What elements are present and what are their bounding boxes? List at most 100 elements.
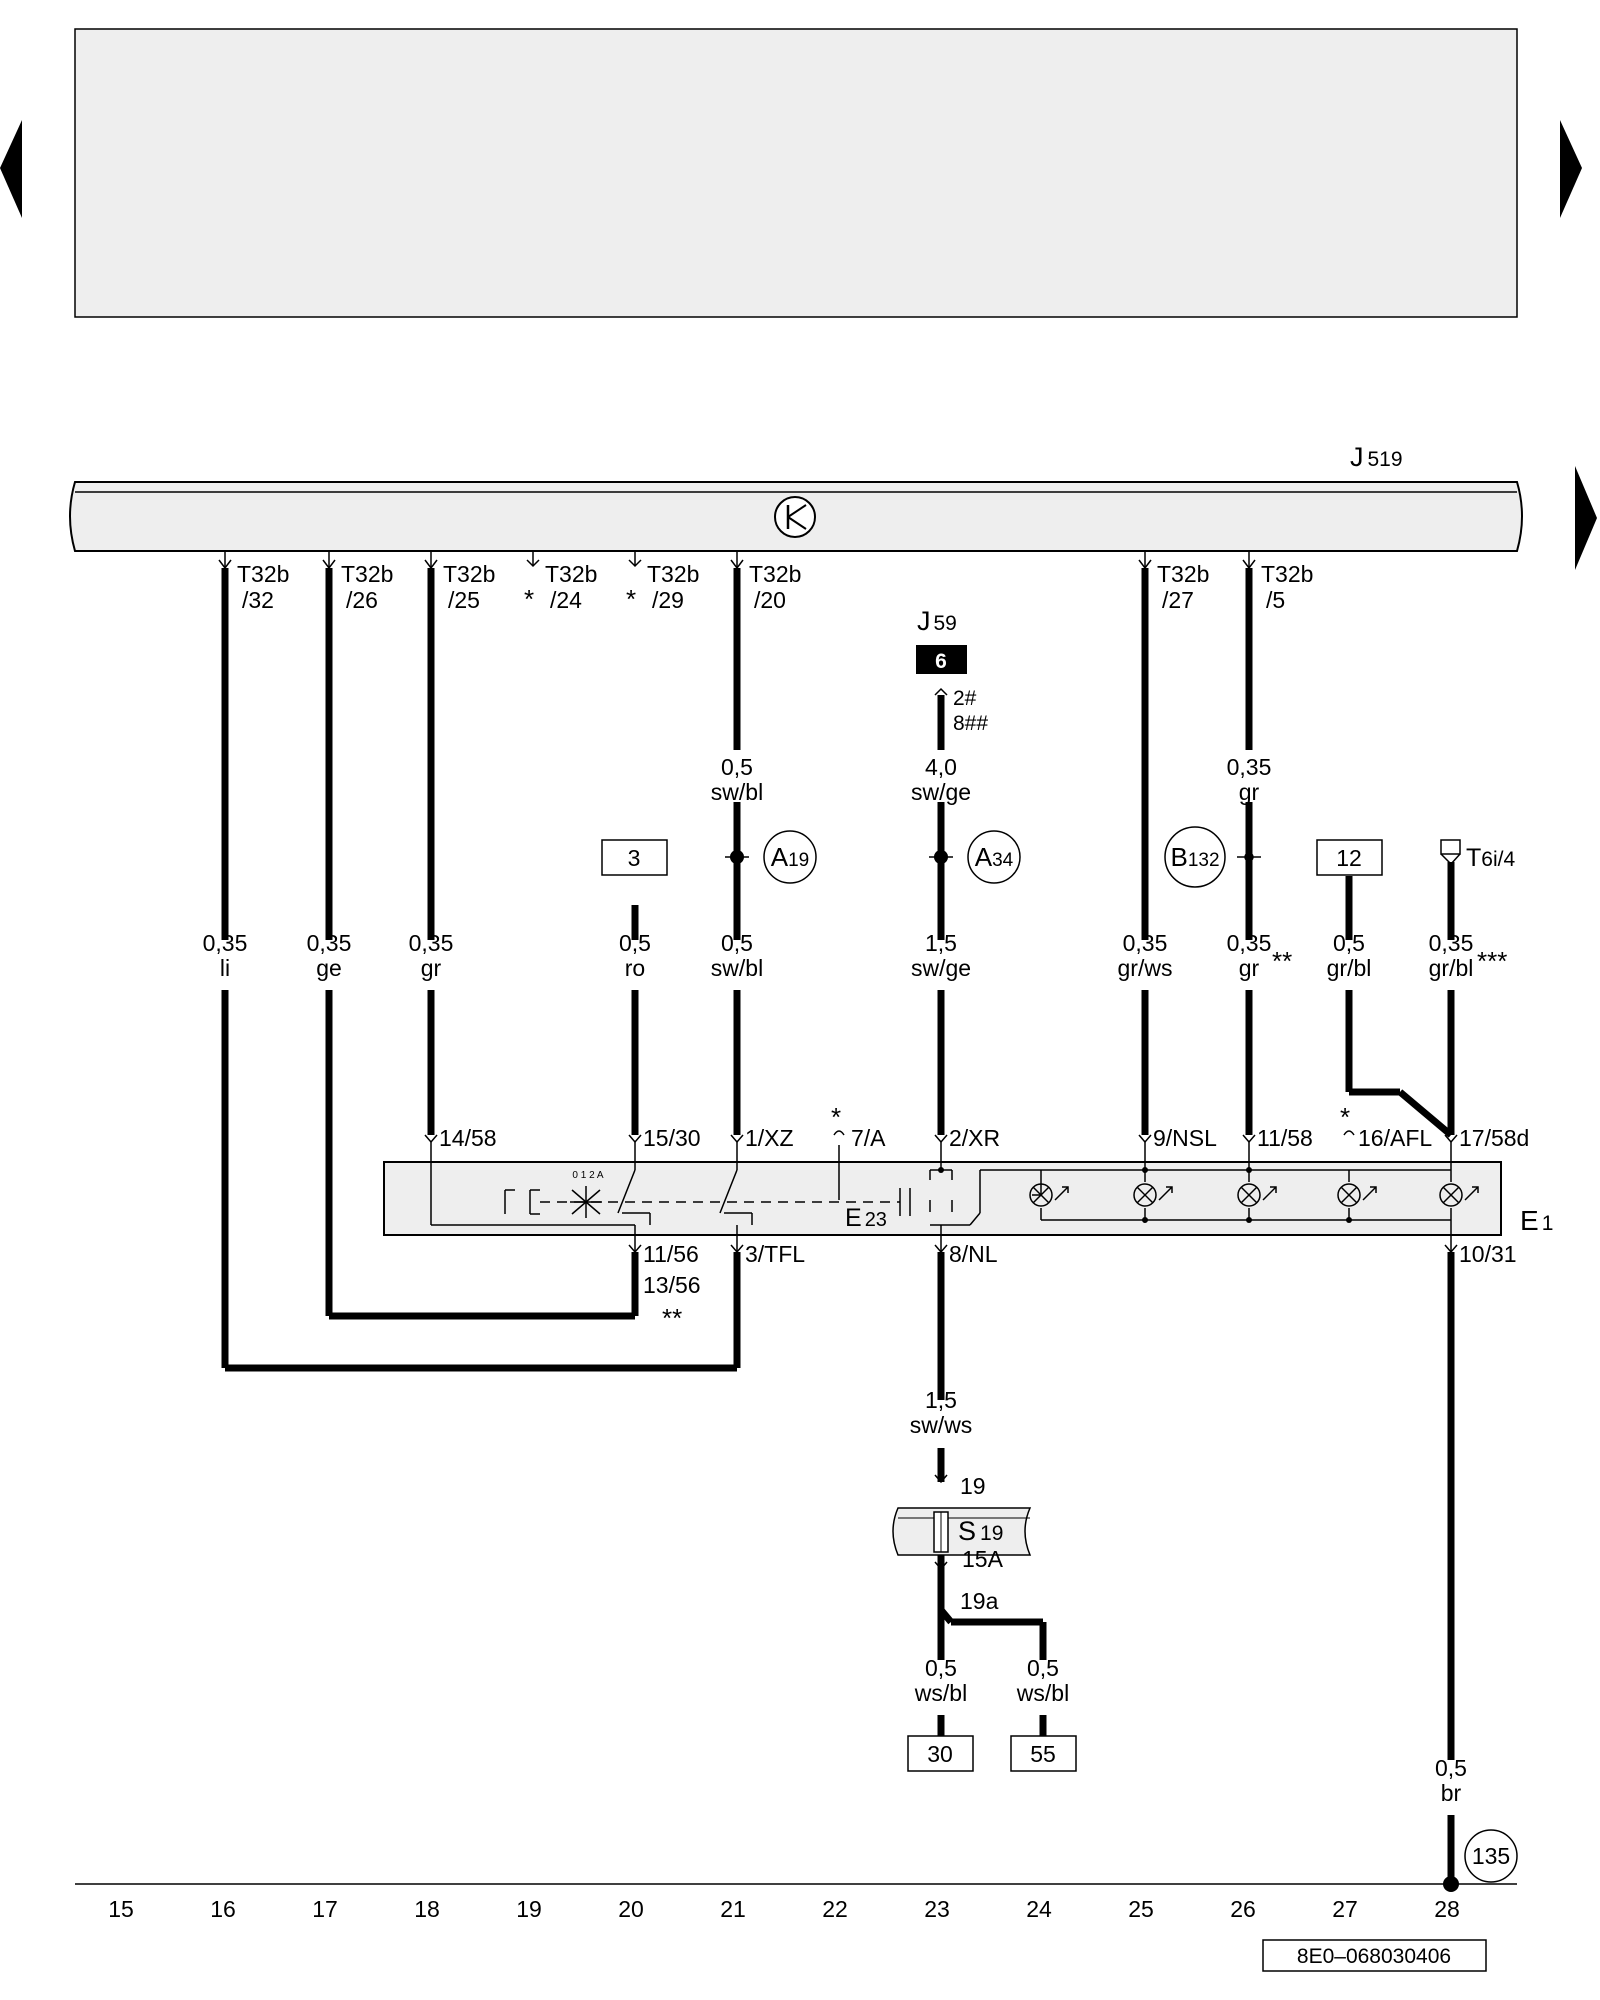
bulb-icon xyxy=(1237,1183,1277,1207)
switch-pin-symbols xyxy=(424,1130,1458,1254)
switch-knob-icon xyxy=(570,1186,602,1218)
wire-color-label: gr/bl xyxy=(1429,955,1474,981)
wire-color-label: sw/ws xyxy=(910,1412,973,1438)
reference-box: 12 xyxy=(1316,839,1383,876)
pin-label: 13/56 xyxy=(643,1272,701,1298)
connector-label: /5 xyxy=(1266,587,1285,613)
column-number: 19 xyxy=(516,1896,542,1922)
wire-star-label: ** xyxy=(1272,946,1292,976)
wire-size-label: 0,5 xyxy=(1435,1755,1467,1781)
pin-label: 8/NL xyxy=(949,1241,998,1267)
wire-color-label: gr xyxy=(1239,779,1260,805)
wire-color-label: ge xyxy=(316,955,342,981)
reference-box: 3 xyxy=(601,839,668,876)
wire-size-label: 0,5 xyxy=(1333,930,1365,956)
wire-color-label: ws/bl xyxy=(914,1680,967,1706)
fuse-pin-label: 19 xyxy=(960,1473,986,1499)
svg-text:3: 3 xyxy=(628,845,641,871)
connector-t6-icon xyxy=(1440,839,1461,866)
connector-label: T32b xyxy=(749,561,801,587)
pin-label: 16/AFL xyxy=(1358,1125,1432,1151)
column-number: 28 xyxy=(1434,1896,1460,1922)
switch-position-label: 0 1 2 A xyxy=(572,1170,603,1181)
column-number: 22 xyxy=(822,1896,848,1922)
column-numbers: 15 16 17 18 19 20 21 22 23 24 25 26 27 2… xyxy=(108,1896,1460,1922)
connector-label: T32b xyxy=(647,561,699,587)
wires xyxy=(221,568,1455,1882)
reference-box: 30 xyxy=(907,1735,974,1772)
pin-label: 11/58 xyxy=(1257,1125,1313,1151)
connector-t6-label: T6i/4 xyxy=(1466,844,1515,872)
pin-label: 14/58 xyxy=(439,1125,497,1151)
header-box xyxy=(74,28,1518,318)
wire-color-label: gr xyxy=(421,955,442,981)
fuse-rating: 15A xyxy=(962,1546,1004,1572)
j59-pin-label: 2# xyxy=(953,687,977,710)
svg-text:A34: A34 xyxy=(975,842,1014,872)
bulb-icon xyxy=(1337,1183,1377,1207)
pin-label: 10/31 xyxy=(1459,1241,1517,1267)
svg-text:12: 12 xyxy=(1336,845,1362,871)
connector-label: /32 xyxy=(242,587,274,613)
pin-label: 1/XZ xyxy=(745,1125,794,1151)
column-number: 17 xyxy=(312,1896,338,1922)
column-number: 23 xyxy=(924,1896,950,1922)
wire-size-label: 1,5 xyxy=(925,930,957,956)
j59-terminal-box xyxy=(916,645,967,674)
column-number: 18 xyxy=(414,1896,440,1922)
pin-label: 9/NSL xyxy=(1153,1125,1217,1151)
svg-text:55: 55 xyxy=(1030,1741,1056,1767)
prev-page-arrow-icon[interactable] xyxy=(0,120,22,218)
wire-size-label: 0,5 xyxy=(619,930,651,956)
connector-label: T32b xyxy=(1261,561,1313,587)
wire-size-label: 0,5 xyxy=(721,930,753,956)
wire-color-label: gr/bl xyxy=(1327,955,1372,981)
connector-label: T32b xyxy=(237,561,289,587)
wire-size-label: 0,35 xyxy=(409,930,454,956)
pin-label: 3/TFL xyxy=(745,1241,805,1267)
wire-size-label: 0,35 xyxy=(1227,754,1272,780)
next-section-arrow-icon[interactable] xyxy=(1575,466,1597,570)
splice-label: A34 xyxy=(967,830,1021,884)
splice-label: B132 xyxy=(1164,826,1226,888)
connector-label: /29 xyxy=(652,587,684,613)
connector-label: /24 xyxy=(550,587,582,613)
wire-size-label: 4,0 xyxy=(925,754,957,780)
wire-size-label: 0,5 xyxy=(925,1655,957,1681)
pin-label: 11/56 xyxy=(643,1241,699,1267)
pin-label: 2/XR xyxy=(949,1125,1000,1151)
pin-label: 15/30 xyxy=(643,1125,701,1151)
wire-color-label: gr/ws xyxy=(1118,955,1173,981)
connector-pins xyxy=(218,551,1256,696)
wire-color-label: sw/ge xyxy=(911,779,971,805)
bulb-icon xyxy=(1439,1183,1479,1207)
column-number: 27 xyxy=(1332,1896,1358,1922)
wire-labels: 0,35 li 0,35 ge 0,35 gr 0,5 ro 0,5 sw/bl… xyxy=(203,754,1474,1806)
bulb-icon xyxy=(1133,1183,1173,1207)
connector-label: /27 xyxy=(1162,587,1194,613)
splice-points xyxy=(725,850,1261,864)
wire-color-label: li xyxy=(220,955,230,981)
svg-text:30: 30 xyxy=(927,1741,953,1767)
wire-size-label: 0,35 xyxy=(1429,930,1474,956)
wire-color-label: ws/bl xyxy=(1016,1680,1069,1706)
wire-size-label: 0,5 xyxy=(1027,1655,1059,1681)
connector-labels: T32b /32 T32b /26 T32b /25 T32b * /24 T3… xyxy=(237,561,1313,614)
diagram-code-box xyxy=(1262,1939,1487,1972)
svg-text:A19: A19 xyxy=(771,842,809,872)
wire-color-label: sw/bl xyxy=(711,779,763,805)
switch-junction-dots xyxy=(938,1167,1352,1223)
next-page-arrow-icon[interactable] xyxy=(1560,120,1582,218)
column-number: 21 xyxy=(720,1896,746,1922)
connector-label: /20 xyxy=(754,587,786,613)
wire-size-label: 0,35 xyxy=(1227,930,1272,956)
connector-star: * xyxy=(626,584,636,614)
pin-star: * xyxy=(831,1102,841,1132)
switch-pin-labels: 14/58 15/30 1/XZ * 7/A 2/XR 9/NSL 11/58 … xyxy=(439,1102,1529,1333)
column-number: 16 xyxy=(210,1896,236,1922)
ground-point: 135 xyxy=(1464,1829,1518,1883)
pin-label: 17/58d xyxy=(1459,1125,1529,1151)
